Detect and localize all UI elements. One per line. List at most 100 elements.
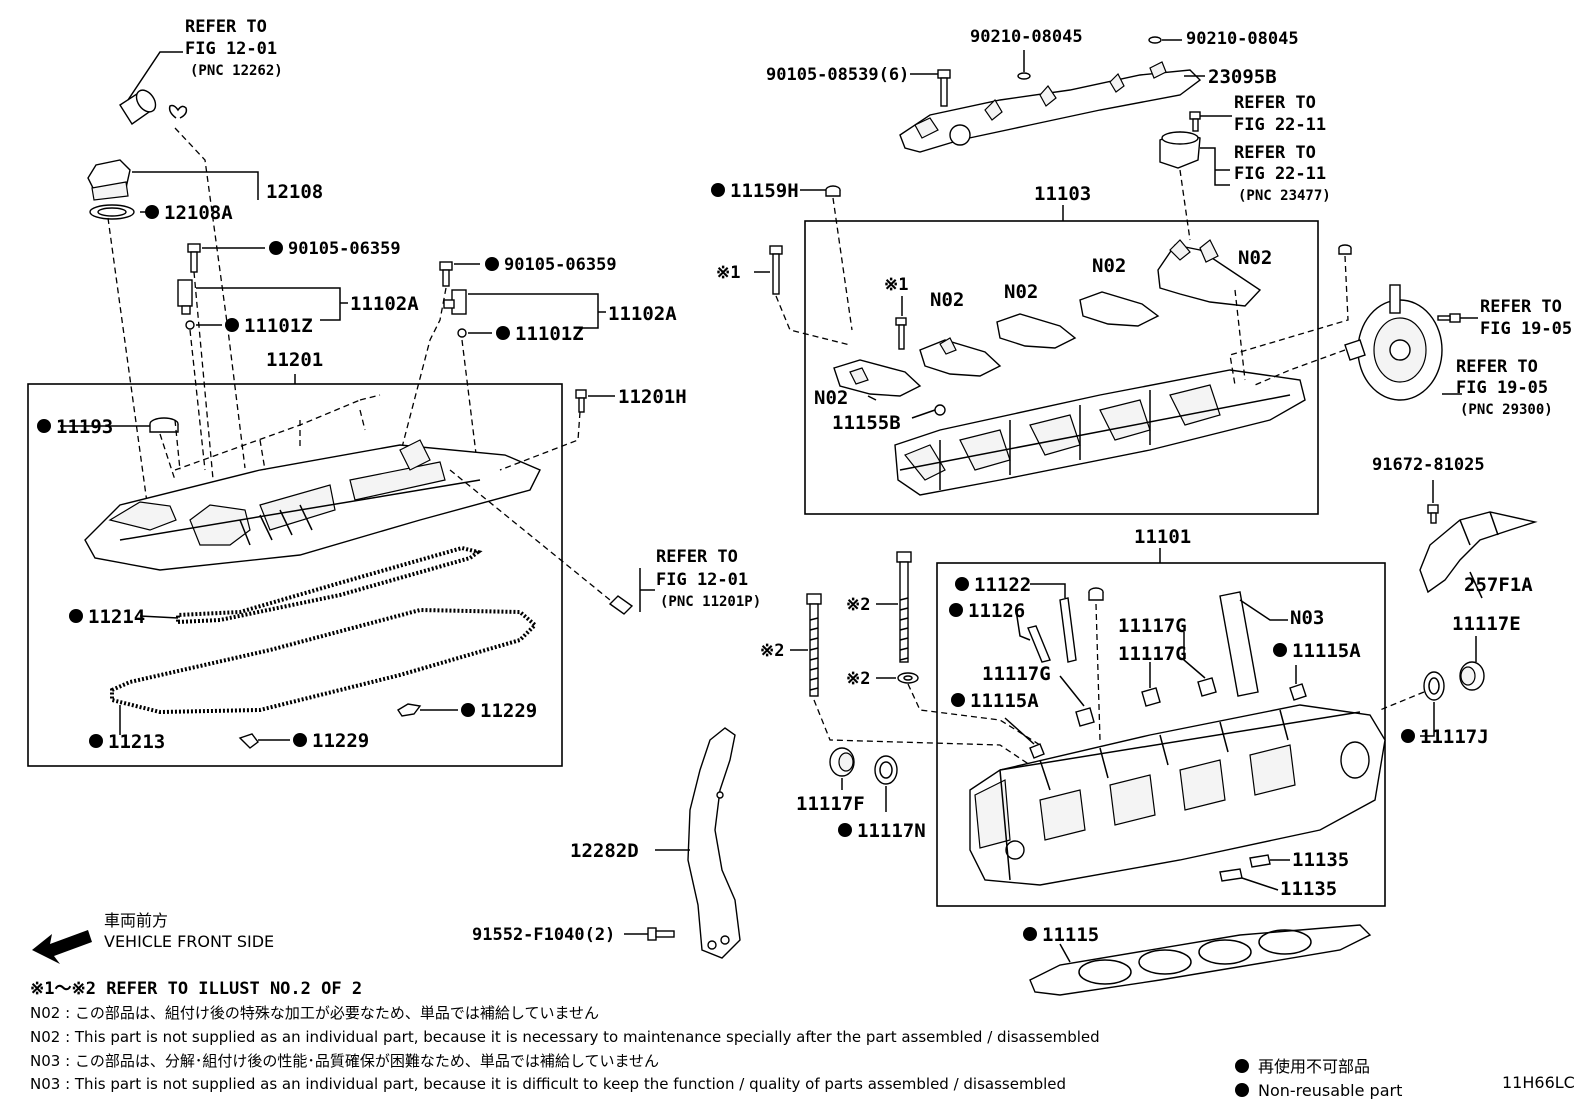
label-n02-d: N02	[1238, 247, 1272, 269]
label-11117G-a: 11117G	[1118, 615, 1187, 637]
label-90105-06359-b: 90105-06359	[504, 255, 617, 275]
label-90105-08539: 90105-08539(6)	[766, 65, 909, 85]
note-5: N03 : This part is not supplied as an in…	[30, 1075, 1066, 1093]
legend: 再使用不可部品 Non-reusable part	[1235, 1057, 1402, 1099]
label-12108A: 12108A	[164, 202, 233, 224]
bolt-mark1-a-drawing	[769, 245, 783, 295]
leader-11102A-b	[468, 293, 599, 329]
dash-sensor-b	[461, 339, 479, 471]
label-refer-1201-c: (PNC 12262)	[190, 63, 283, 79]
label-n03: N03	[1290, 607, 1324, 629]
cam-cap-1-drawing	[833, 359, 922, 397]
label-11115: 11115	[1042, 924, 1099, 946]
label-11201H: 11201H	[618, 386, 687, 408]
leader-11126	[1015, 609, 1031, 641]
label-11102A-b: 11102A	[608, 303, 677, 325]
label-refer-2211-a1: REFER TO	[1234, 93, 1316, 113]
plug-box-right-drawing	[1338, 244, 1352, 255]
label-mark1-b: ※1	[884, 275, 908, 295]
nonreusable-dot	[955, 577, 969, 591]
label-11102A-a: 11102A	[350, 293, 419, 315]
nonreusable-dot	[89, 734, 103, 748]
label-23095B: 23095B	[1208, 66, 1277, 88]
label-n02-b: N02	[1004, 281, 1038, 303]
label-11117F: 11117F	[796, 793, 865, 815]
head-gasket-11115-drawing	[1029, 924, 1372, 996]
pin-11155B-drawing	[934, 404, 946, 416]
nonreusable-dot	[838, 823, 852, 837]
sensor-11102A-b-drawing	[443, 289, 467, 338]
plug-11117F-drawing	[829, 747, 855, 777]
bolt-mark2-b-drawing	[896, 551, 912, 663]
dash-cap-5	[1234, 289, 1246, 381]
plug-11117G-top-drawing	[1088, 587, 1104, 601]
label-n02-c: N02	[1092, 255, 1126, 277]
dash-mark1-a	[775, 295, 851, 346]
engine-hanger-12282D-drawing	[687, 727, 741, 959]
label-11101Z-a: 11101Z	[244, 315, 313, 337]
nonreusable-dot	[711, 183, 725, 197]
leader-23477	[1200, 147, 1230, 186]
plug-11159H-drawing	[825, 185, 841, 197]
leader-11117G-c	[1183, 632, 1206, 679]
leader-257F1A	[1469, 571, 1483, 599]
note-4: N03 : この部品は、分解･組付け後の性能･品質確保が困難なため、単品では補給…	[30, 1052, 659, 1070]
note-1: ※1～※2 REFER TO ILLUST NO.2 OF 2	[30, 979, 362, 999]
leader-11115A-a	[1004, 717, 1035, 745]
label-11103: 11103	[1034, 183, 1091, 205]
bolt-mark1-b-drawing	[895, 317, 907, 350]
label-11159H: 11159H	[730, 180, 799, 202]
dowel-11135-b-drawing	[1219, 868, 1243, 882]
dash-bolt-a	[193, 271, 215, 491]
plug-11117G-a-drawing	[1075, 707, 1095, 727]
bolt-91552-drawing	[647, 927, 675, 941]
label-91672: 91672-81025	[1372, 455, 1485, 475]
clip-11229-a-drawing	[397, 703, 422, 717]
nonreusable-dot	[496, 326, 510, 340]
label-11117N: 11117N	[857, 820, 926, 842]
cam-cap-3-drawing	[996, 313, 1077, 349]
label-refer-1201p-a: REFER TO	[656, 547, 738, 567]
leader-11115	[1059, 943, 1071, 963]
label-11155B: 11155B	[832, 412, 901, 434]
label-refer-1905-b3: (PNC 29300)	[1460, 402, 1553, 418]
sensor-11102A-a-drawing	[177, 279, 195, 330]
cylinder-head-drawing	[969, 704, 1386, 886]
label-12108: 12108	[266, 181, 323, 203]
leader-11201P	[639, 568, 655, 612]
nonreusable-dot	[1273, 643, 1287, 657]
plug-11193-drawing	[149, 417, 179, 433]
nonreusable-dot	[293, 733, 307, 747]
cylinder-head-cover-drawing	[84, 439, 541, 571]
part-labels: REFER TO FIG 12-01 (PNC 12262) 12108 121…	[37, 17, 1572, 946]
label-11201: 11201	[266, 349, 323, 371]
label-mark2-b: ※2	[846, 595, 870, 615]
label-mark1-a: ※1	[716, 263, 740, 283]
camshaft-housing-drawing	[894, 369, 1306, 496]
bolt-2211-drawing	[1189, 111, 1201, 132]
label-11101Z-b: 11101Z	[515, 323, 584, 345]
label-11117E: 11117E	[1452, 613, 1521, 635]
dash-box-plug	[1229, 255, 1349, 386]
label-refer-1201p-c: (PNC 11201P)	[660, 594, 761, 610]
label-11135-a: 11135	[1292, 849, 1349, 871]
label-11115A-a: 11115A	[1292, 640, 1361, 662]
dowel-11135-a-drawing	[1249, 854, 1271, 868]
label-mark2-a: ※2	[760, 641, 784, 661]
leader-11122	[1030, 583, 1066, 598]
gasket-11213-drawing	[110, 607, 538, 715]
vacuum-pump-drawing	[1344, 284, 1443, 401]
label-11117J: 11117J	[1420, 726, 1489, 748]
label-mark2-c: ※2	[846, 669, 870, 689]
leader-11135-b	[1241, 877, 1279, 891]
label-11126: 11126	[968, 600, 1025, 622]
dash-hose	[174, 127, 246, 469]
seal-11117J-drawing	[1423, 671, 1445, 701]
label-11122: 11122	[974, 574, 1031, 596]
hose-leader	[127, 51, 183, 101]
label-refer-1905-b2: FIG 19-05	[1456, 378, 1548, 398]
leader-n02-e	[867, 395, 877, 401]
label-refer-1905-a1: REFER TO	[1480, 297, 1562, 317]
label-refer-1905-b1: REFER TO	[1456, 357, 1538, 377]
